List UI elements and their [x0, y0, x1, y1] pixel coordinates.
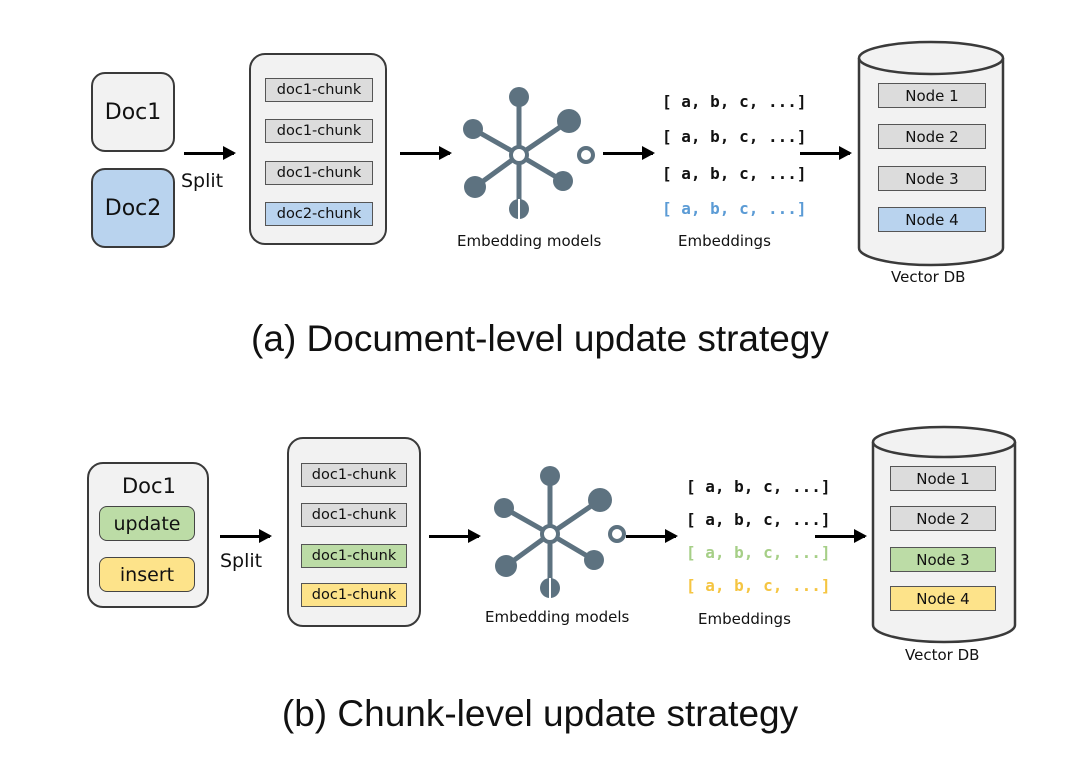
embedding-vector: [ a, b, c, ...] [686, 477, 831, 496]
db-node: Node 2 [890, 506, 996, 531]
chunk: doc2-chunk [265, 202, 373, 226]
embedding-models-label: Embedding models [457, 232, 602, 250]
chunk: doc1-chunk [301, 503, 407, 527]
embedding-vector: [ a, b, c, ...] [686, 543, 831, 562]
embedding-vector: [ a, b, c, ...] [662, 199, 807, 218]
embedding-vector: [ a, b, c, ...] [686, 510, 831, 529]
embedding-model-icon [463, 87, 595, 219]
chunk: doc1-chunk [301, 463, 407, 487]
embedding-vector: [ a, b, c, ...] [662, 92, 807, 111]
doc1-label: Doc1 [104, 99, 162, 125]
chunk: doc1-chunk [265, 78, 373, 102]
vector-db-label: Vector DB [905, 646, 980, 664]
embedding-models-label: Embedding models [485, 608, 630, 626]
to-embeddings-arrow [603, 146, 655, 160]
db-node: Node 4 [878, 207, 986, 232]
caption-b: (b) Chunk-level update strategy [281, 693, 799, 734]
doc1-box: Doc1 [91, 72, 175, 152]
split-label: Split [181, 170, 224, 192]
vector-db-label: Vector DB [891, 268, 966, 286]
embedding-model-icon [494, 466, 626, 598]
vector-db-cylinder [871, 425, 1017, 644]
split-arrow [184, 146, 236, 160]
db-node: Node 3 [878, 166, 986, 191]
to-embeddings-arrow [626, 529, 678, 543]
embedding-vector: [ a, b, c, ...] [662, 127, 807, 146]
to-model-arrow [429, 529, 481, 543]
embedding-vector: [ a, b, c, ...] [686, 576, 831, 595]
db-node: Node 1 [890, 466, 996, 491]
db-node: Node 1 [878, 83, 986, 108]
embedding-vector: [ a, b, c, ...] [662, 164, 807, 183]
doc2-box: Doc2 [91, 168, 175, 248]
chunk: doc1-chunk [301, 544, 407, 568]
insert-op: insert [99, 557, 195, 592]
db-node: Node 4 [890, 586, 996, 611]
db-node: Node 3 [890, 547, 996, 572]
embeddings-label: Embeddings [678, 232, 771, 250]
to-db-arrow [815, 529, 867, 543]
doc1-title: Doc1 [122, 474, 176, 498]
split-label: Split [220, 550, 263, 572]
chunk: doc1-chunk [265, 119, 373, 143]
doc2-label: Doc2 [104, 195, 162, 221]
update-op: update [99, 506, 195, 541]
vector-db-cylinder [857, 40, 1005, 267]
chunk: doc1-chunk [265, 161, 373, 185]
to-db-arrow [800, 146, 852, 160]
split-arrow [220, 529, 272, 543]
embeddings-label: Embeddings [698, 610, 791, 628]
to-model-arrow [400, 146, 452, 160]
chunk: doc1-chunk [301, 583, 407, 607]
caption-a: (a) Document-level update strategy [251, 318, 829, 359]
db-node: Node 2 [878, 124, 986, 149]
